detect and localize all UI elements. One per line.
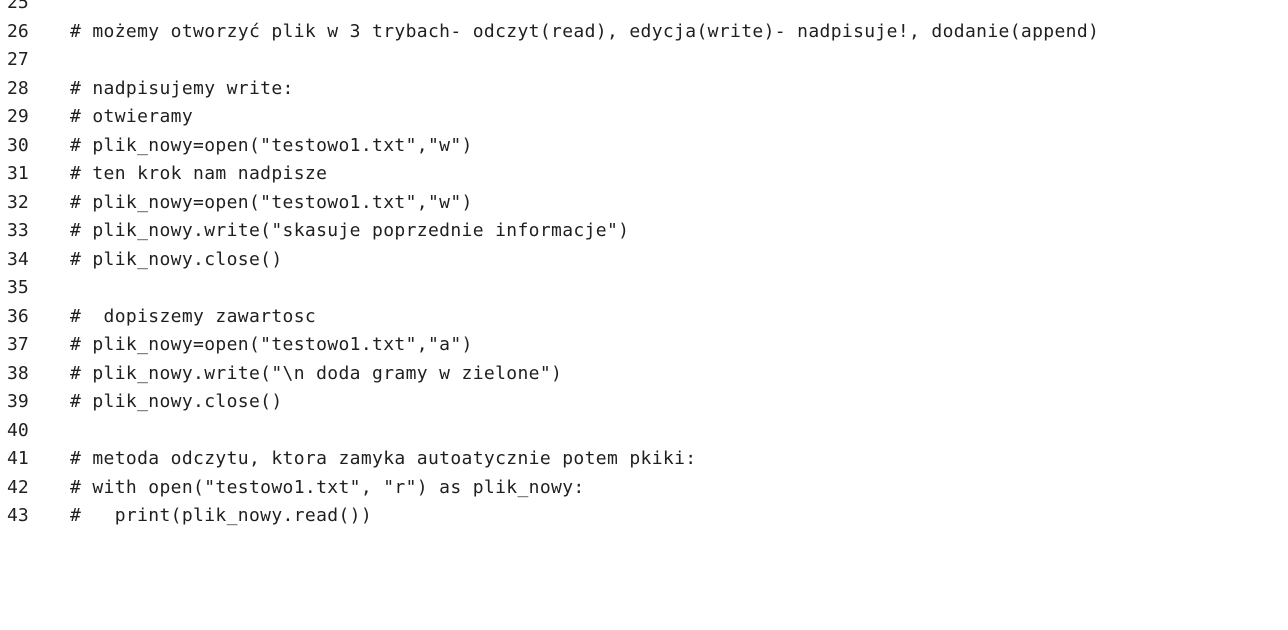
line-text[interactable] bbox=[70, 274, 1288, 303]
code-line[interactable]: 40 bbox=[0, 417, 1288, 446]
line-text[interactable]: # możemy otworzyć plik w 3 trybach- odcz… bbox=[70, 20, 1100, 42]
line-text[interactable]: # plik_nowy.close() bbox=[70, 248, 283, 270]
line-number: 31 bbox=[7, 163, 29, 184]
code-line[interactable]: 29 # otwieramy bbox=[0, 103, 1288, 132]
line-number: 36 bbox=[7, 305, 29, 327]
code-line[interactable]: 42 # with open("testowo1.txt", "r") as pl… bbox=[0, 474, 1288, 503]
line-text[interactable]: # plik_nowy=open("testowo1.txt","w") bbox=[70, 134, 473, 156]
code-line[interactable]: 43 # print(plik_nowy.read()) bbox=[0, 502, 1288, 531]
line-number: 27 bbox=[7, 49, 29, 70]
line-number: 40 bbox=[7, 419, 29, 441]
line-number: 33 bbox=[7, 220, 29, 241]
line-text[interactable]: # dopiszemy zawartosc bbox=[70, 305, 317, 327]
line-number: 37 bbox=[7, 334, 29, 355]
line-text[interactable]: # plik_nowy=open("testowo1.txt","w") bbox=[70, 191, 473, 213]
code-line[interactable]: 27 bbox=[0, 46, 1288, 75]
line-text[interactable]: # print(plik_nowy.read()) bbox=[70, 505, 373, 526]
code-line[interactable]: 39 # plik_nowy.close() bbox=[0, 388, 1288, 417]
line-number: 43 bbox=[7, 505, 29, 526]
code-line[interactable]: 35 bbox=[0, 274, 1288, 303]
line-number: 28 bbox=[7, 77, 29, 99]
line-text[interactable]: # plik_nowy.close() bbox=[70, 391, 283, 412]
line-text[interactable]: # ten krok nam nadpisze bbox=[70, 163, 328, 184]
line-text[interactable]: # nadpisujemy write: bbox=[70, 77, 294, 99]
line-text[interactable]: # plik_nowy.write("skasuje poprzednie in… bbox=[70, 220, 630, 241]
line-text[interactable]: # plik_nowy=open("testowo1.txt","a") bbox=[70, 334, 473, 355]
line-number: 42 bbox=[7, 476, 29, 498]
code-editor[interactable]: 25 26 # możemy otworzyć plik w 3 trybach-… bbox=[0, 0, 1288, 531]
code-line[interactable]: 30 # plik_nowy=open("testowo1.txt","w") bbox=[0, 132, 1288, 161]
line-text[interactable]: # plik_nowy.write("\n doda gramy w zielo… bbox=[70, 362, 563, 384]
line-number: 38 bbox=[7, 362, 29, 384]
line-number: 29 bbox=[7, 106, 29, 127]
line-number: 41 bbox=[7, 448, 29, 469]
line-text[interactable]: # otwieramy bbox=[70, 106, 194, 127]
line-text[interactable] bbox=[70, 0, 1288, 18]
code-line[interactable]: 41 # metoda odczytu, ktora zamyka autoaty… bbox=[0, 445, 1288, 474]
line-text[interactable]: # metoda odczytu, ktora zamyka autoatycz… bbox=[70, 448, 697, 469]
code-line[interactable]: 34 # plik_nowy.close() bbox=[0, 246, 1288, 275]
line-number: 26 bbox=[7, 20, 29, 42]
code-line[interactable]: 31 # ten krok nam nadpisze bbox=[0, 160, 1288, 189]
code-line[interactable]: 32 # plik_nowy=open("testowo1.txt","w") bbox=[0, 189, 1288, 218]
line-number: 25 bbox=[7, 0, 29, 13]
code-line[interactable]: 36 # dopiszemy zawartosc bbox=[0, 303, 1288, 332]
code-line[interactable]: 38 # plik_nowy.write("\n doda gramy w zie… bbox=[0, 360, 1288, 389]
line-text[interactable] bbox=[70, 46, 1288, 75]
code-line[interactable]: 28 # nadpisujemy write: bbox=[0, 75, 1288, 104]
line-text[interactable] bbox=[70, 417, 1288, 446]
code-line[interactable]: 33 # plik_nowy.write("skasuje poprzednie … bbox=[0, 217, 1288, 246]
line-number: 30 bbox=[7, 134, 29, 156]
line-number: 35 bbox=[7, 277, 29, 298]
line-number: 34 bbox=[7, 248, 29, 270]
code-line[interactable]: 25 bbox=[0, 0, 1288, 18]
line-text[interactable]: # with open("testowo1.txt", "r") as plik… bbox=[70, 476, 585, 498]
code-line[interactable]: 26 # możemy otworzyć plik w 3 trybach- od… bbox=[0, 18, 1288, 47]
line-number: 32 bbox=[7, 191, 29, 213]
line-number: 39 bbox=[7, 391, 29, 412]
code-line[interactable]: 37 # plik_nowy=open("testowo1.txt","a") bbox=[0, 331, 1288, 360]
